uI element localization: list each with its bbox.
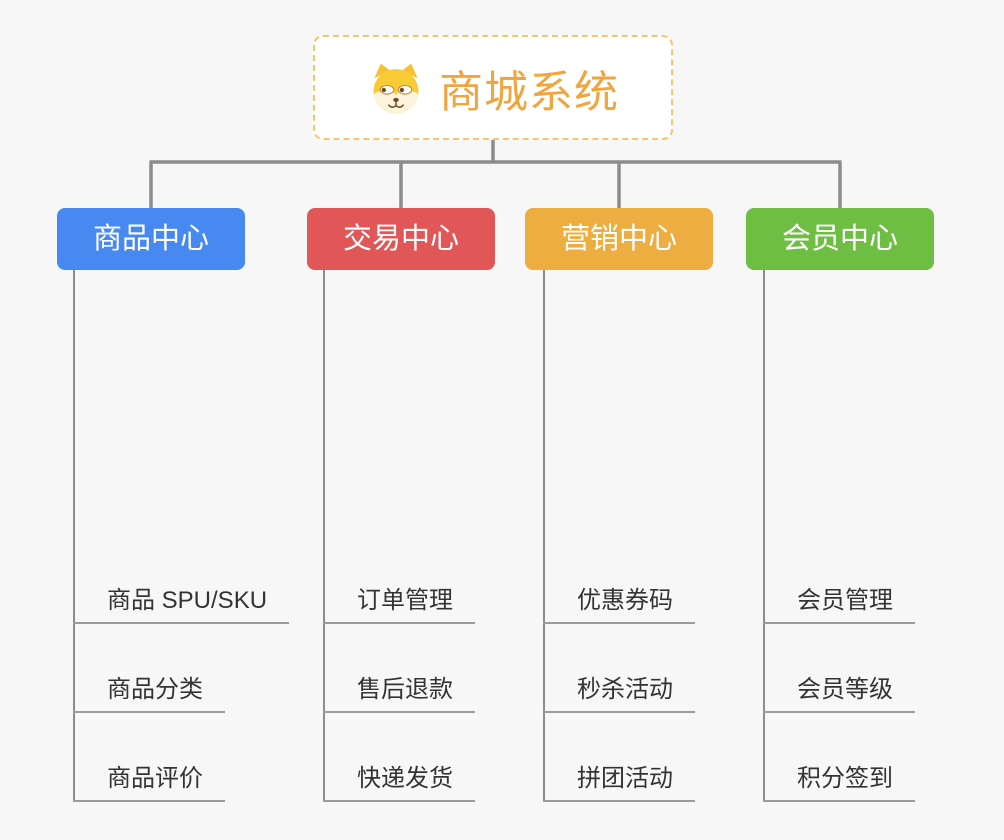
branch-column-product: 商品 SPU/SKU 商品分类 商品评价 商品属性 商品推荐 商品品牌 — [73, 270, 313, 810]
leaf-node[interactable]: 会员等级 — [763, 675, 915, 713]
branch-node-product-center[interactable]: 商品中心 — [57, 208, 245, 270]
leaf-node[interactable]: 积分签到 — [763, 764, 915, 802]
branch-column-marketing: 优惠券码 秒杀活动 拼团活动 砍价活动 限时折扣 满减送 — [543, 270, 783, 810]
leaf-node[interactable]: 拼团活动 — [543, 764, 695, 802]
leaf-node[interactable]: 商品 SPU/SKU — [73, 586, 290, 624]
leaf-node[interactable]: 订单管理 — [323, 586, 475, 624]
dog-face-icon — [367, 61, 425, 115]
branch-node-member-center[interactable]: 会员中心 — [746, 208, 934, 270]
root-title: 商城系统 — [439, 67, 619, 117]
branch-trunk-line — [543, 270, 545, 801]
branch-trunk-line — [323, 270, 325, 801]
branch-trunk-line — [763, 270, 765, 801]
leaf-node[interactable]: 商品评价 — [73, 764, 225, 802]
leaf-node[interactable]: 会员管理 — [763, 586, 915, 624]
branch-node-marketing-center[interactable]: 营销中心 — [525, 208, 713, 270]
branch-column-trade: 订单管理 售后退款 快递发货 门店自提 购物车 销售分佣 — [323, 270, 563, 810]
branch-trunk-line — [73, 270, 75, 801]
branch-column-member: 会员管理 会员等级 积分签到 会员标签 会员分组 收货地址 — [763, 270, 1003, 810]
leaf-node[interactable]: 快递发货 — [323, 764, 475, 802]
leaf-node[interactable]: 售后退款 — [323, 675, 475, 713]
leaf-node[interactable]: 优惠券码 — [543, 586, 695, 624]
leaf-node[interactable]: 商品分类 — [73, 675, 225, 713]
root-node[interactable]: 商城系统 — [313, 35, 673, 140]
branch-node-trade-center[interactable]: 交易中心 — [307, 208, 495, 270]
leaf-node[interactable]: 秒杀活动 — [543, 675, 695, 713]
